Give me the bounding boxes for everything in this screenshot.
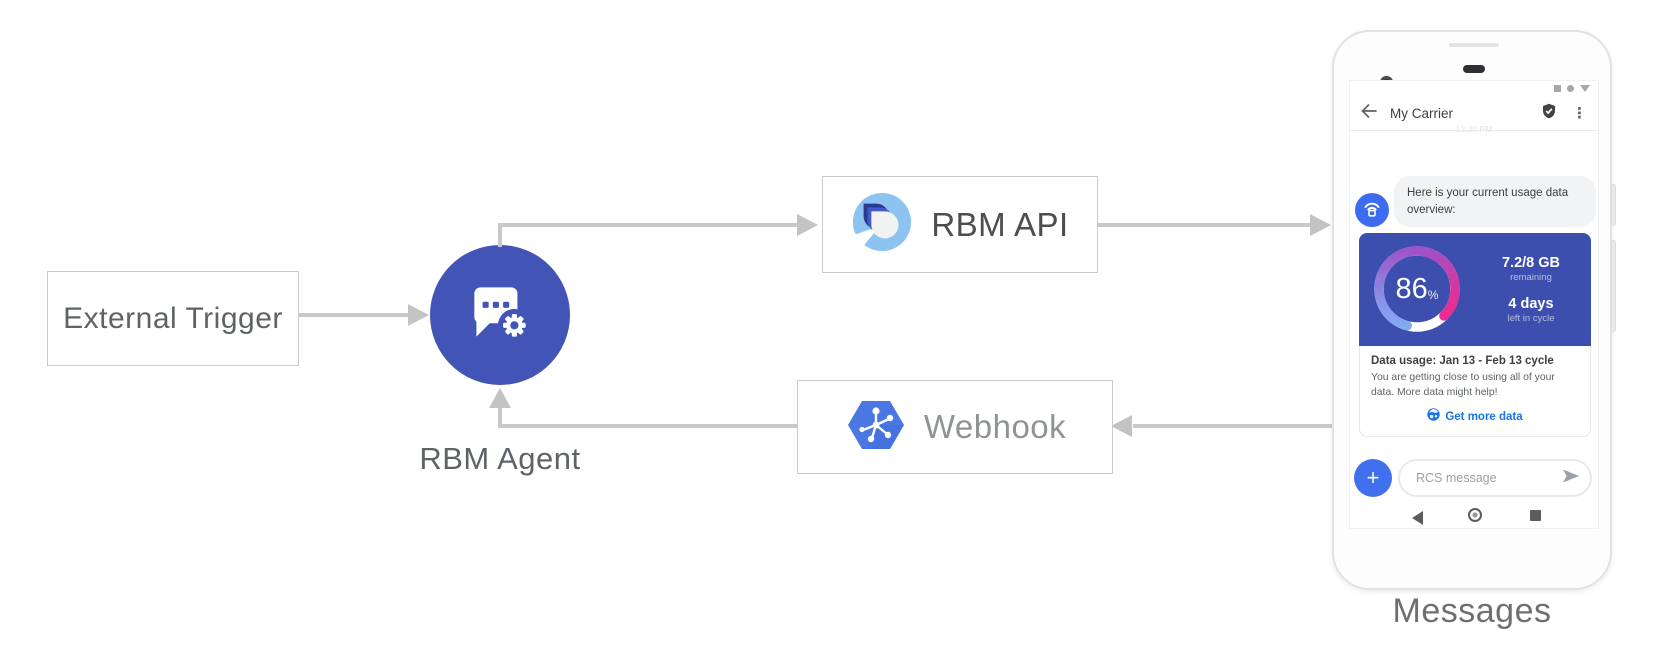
usage-card-body: You are getting close to using all of yo… (1371, 372, 1555, 399)
message-timestamp: 12:30 PM (1455, 124, 1493, 134)
android-nav-bar (1350, 506, 1598, 528)
arrow-trigger-to-agent-line (299, 313, 409, 317)
arrow-api-to-phone-head (1310, 214, 1331, 236)
rbm-agent-node (430, 245, 570, 385)
webhook-label: Webhook (923, 408, 1067, 445)
messages-caption: Messages (1392, 592, 1552, 630)
agent-avatar (1355, 193, 1389, 227)
remaining-label: remaining (1510, 272, 1552, 283)
recents-square-icon[interactable] (1530, 510, 1541, 521)
usage-gauge-panel: 86% 7.2/8 GB remaining 4 days left in cy… (1359, 233, 1591, 346)
webhook-box: Webhook (797, 380, 1113, 474)
cloud-hexagon-functions-icon (844, 396, 908, 459)
external-trigger-label: External Trigger (63, 301, 283, 335)
power-button (1611, 184, 1616, 226)
get-more-data-link[interactable]: Get more data (1371, 408, 1579, 426)
message-input[interactable] (1414, 470, 1562, 486)
arrow-api-to-phone-line (1097, 223, 1312, 227)
conversation-title: My Carrier (1390, 105, 1453, 121)
external-trigger-box: External Trigger (47, 271, 299, 366)
arrow-phone-to-webhook-line (1133, 424, 1332, 428)
usage-stats: 7.2/8 GB remaining 4 days left in cycle (1477, 233, 1585, 346)
status-bar (1554, 85, 1590, 92)
compose-bar (1398, 459, 1592, 497)
attach-plus-button[interactable]: + (1354, 459, 1392, 497)
days-value: 4 days (1508, 296, 1554, 312)
arrow-webhook-to-agent-line (498, 424, 797, 428)
phone-mockup: My Carrier ⋮ 12:30 PM (1332, 30, 1616, 590)
gauge-percent: 86% (1395, 272, 1439, 305)
rbm-api-box: RBM API (822, 176, 1098, 273)
get-more-data-label: Get more data (1445, 411, 1523, 424)
volume-button (1611, 240, 1616, 332)
triangle-down-icon (1580, 85, 1590, 92)
usage-gauge: 86% (1367, 239, 1467, 339)
arrow-phone-to-webhook-head (1111, 415, 1132, 437)
arrow-trigger-to-agent-head (408, 304, 429, 326)
square-icon (1554, 85, 1561, 92)
back-triangle-icon[interactable] (1412, 511, 1423, 525)
hotspot-wifi-icon (1362, 198, 1382, 223)
usage-details-panel: Data usage: Jan 13 - Feb 13 cycle You ar… (1359, 346, 1591, 438)
chat-bubble: Here is your current usage data overview… (1394, 176, 1596, 228)
send-icon[interactable] (1562, 469, 1580, 488)
rbm-api-drop-logo (851, 191, 913, 258)
circle-icon (1567, 85, 1574, 92)
days-label: left in cycle (1507, 313, 1555, 324)
chat-bubble-gear-icon (461, 274, 539, 357)
overflow-menu-icon[interactable]: ⋮ (1572, 105, 1587, 122)
arrow-agent-to-api-head (797, 214, 818, 236)
phone-screen: My Carrier ⋮ 12:30 PM (1349, 80, 1599, 529)
arrow-webhook-to-agent-head (489, 388, 511, 408)
arrow-agent-to-api-line (498, 223, 798, 227)
usage-card-title: Data usage: Jan 13 - Feb 13 cycle (1371, 355, 1554, 367)
data-usage-card: 86% 7.2/8 GB remaining 4 days left in cy… (1359, 233, 1591, 438)
earpiece (1463, 65, 1485, 73)
globe-icon (1427, 408, 1441, 426)
back-arrow-icon[interactable] (1361, 103, 1377, 123)
arrow-agent-to-api-vertical (498, 223, 502, 247)
arrow-webhook-to-agent-vertical (498, 393, 502, 428)
speaker-slot (1449, 43, 1499, 47)
rbm-agent-label: RBM Agent (419, 441, 581, 476)
conversation-header: My Carrier ⋮ (1350, 96, 1598, 131)
verified-shield-icon (1541, 103, 1557, 124)
home-circle-icon[interactable] (1468, 508, 1482, 522)
rbm-api-label: RBM API (931, 205, 1069, 243)
remaining-value: 7.2/8 GB (1501, 255, 1561, 271)
